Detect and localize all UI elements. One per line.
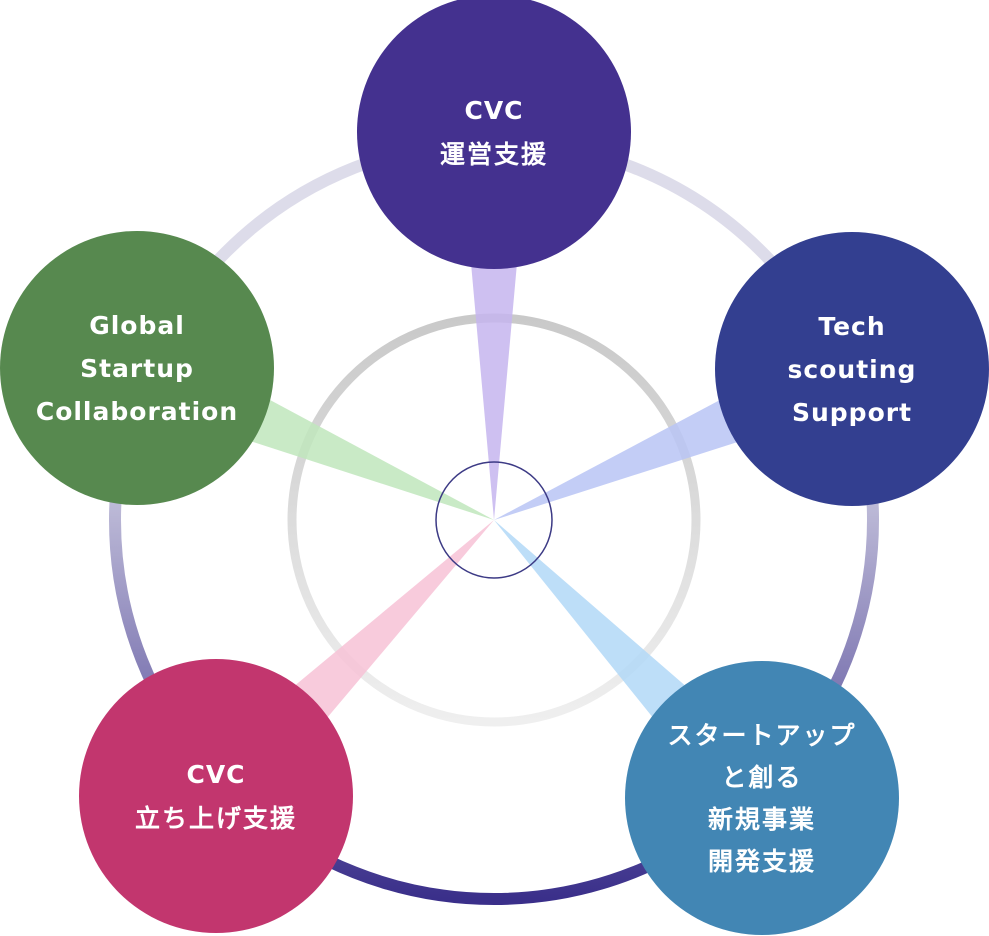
node-cvc-operation: CVC 運営支援 — [357, 0, 631, 269]
node-label-line: Collaboration — [36, 397, 238, 426]
node-label-line: と創る — [721, 763, 802, 792]
node-label-line: 立ち上げ支援 — [135, 804, 297, 833]
node-circle-cvc-launch — [79, 659, 353, 933]
node-label-line: 開発支援 — [708, 847, 816, 876]
node-circle-startup-new-business — [625, 661, 899, 935]
node-cvc-launch: CVC 立ち上げ支援 — [79, 659, 353, 933]
node-label-line: Support — [792, 398, 912, 427]
center-hub-ring — [435, 461, 553, 579]
node-circle-tech-scouting — [715, 232, 989, 506]
node-label-line: スタートアップ — [667, 721, 856, 750]
ray-global-startup — [195, 371, 494, 520]
node-circle-global-startup — [0, 231, 274, 505]
node-label-line: CVC — [464, 96, 523, 125]
node-label-line: CVC — [186, 760, 245, 789]
node-label-line: Startup — [80, 354, 194, 383]
node-label-line: scouting — [788, 355, 917, 384]
ray-cvc-operation — [466, 207, 522, 520]
node-label-line: 運営支援 — [440, 140, 548, 169]
node-circle-cvc-operation — [357, 0, 631, 269]
node-label-line: Global — [89, 311, 185, 340]
node-label-line: 新規事業 — [708, 805, 816, 834]
node-label-line: Tech — [818, 312, 885, 341]
ray-tech-scouting — [494, 372, 794, 520]
